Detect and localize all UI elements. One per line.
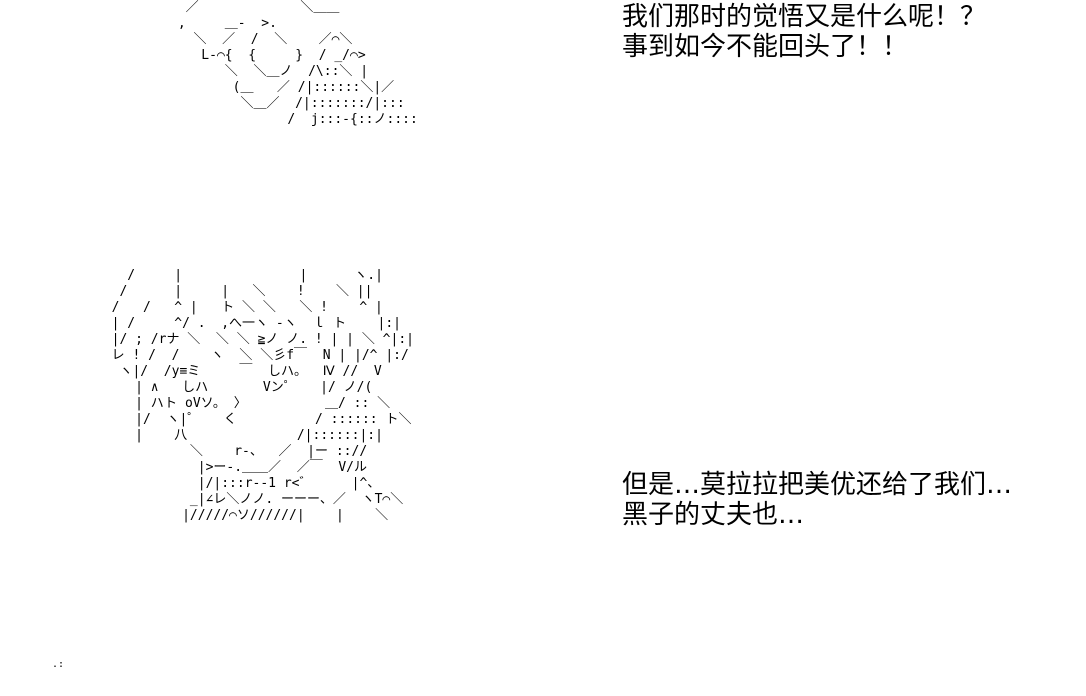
caption-top-line-1: 我们那时的觉悟又是什么呢！？ <box>622 2 987 32</box>
caption-top-line-2: 事到如今不能回头了！！ <box>622 32 909 62</box>
caption-bottom-line-1: 但是…莫拉拉把美优还给了我们… <box>622 470 1013 500</box>
ascii-art-bottom: / | | ヽ.| / | | ＼ ! ＼ || / / ^ | ト ＼ ＼ ＼… <box>111 268 414 523</box>
caption-bottom: 但是…莫拉拉把美优还给了我们… 黑子的丈夫也… <box>622 470 1012 530</box>
caption-bottom-line-2: 黑子的丈夫也… <box>622 500 805 530</box>
caption-top: 我们那时的觉悟又是什么呢！？ 事到如今不能回头了！！ <box>622 2 986 62</box>
ascii-art-top: ／ ＼＿＿ , ＿- >. ＼ ／ / ＼ ／⌒＼ L-⌒{ { } / _/⌒… <box>177 0 418 127</box>
ascii-art-dots: .: <box>52 659 65 670</box>
